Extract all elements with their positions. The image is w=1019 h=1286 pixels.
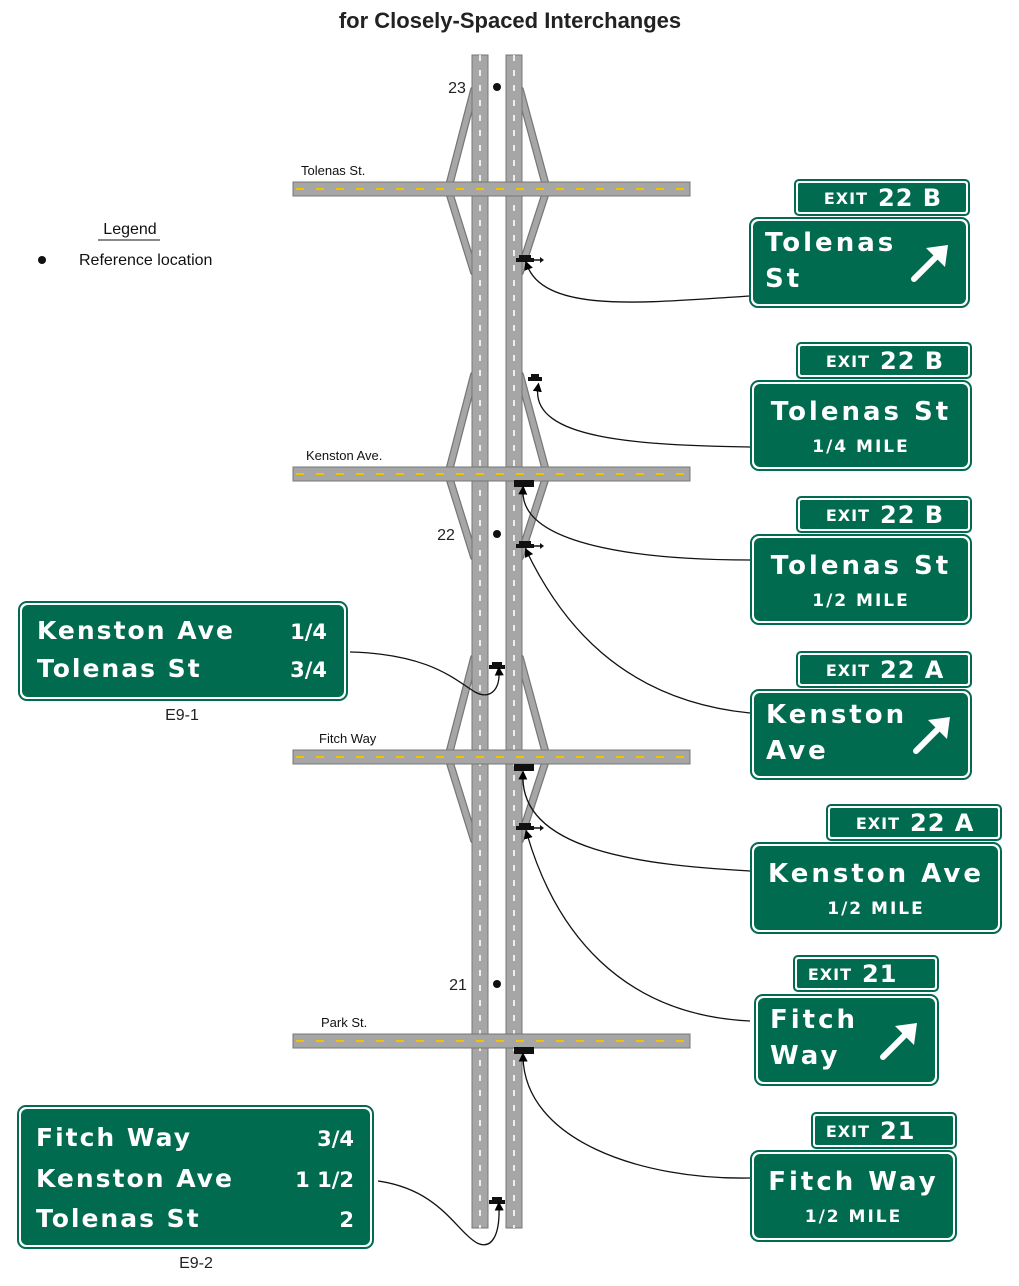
exit-sign: EXIT 22 A Kenston Ave 1/2 MILE (750, 804, 1002, 934)
e9-1-row1-name: Kenston Ave (37, 616, 235, 645)
sign-destination-line-1: Kenston (766, 700, 907, 730)
leader-line (532, 382, 751, 448)
exit-number: 21 (862, 960, 897, 988)
legend-title: Legend (103, 221, 156, 238)
e9-2-row1-name: Fitch Way (36, 1123, 192, 1152)
leader-line (524, 547, 751, 714)
e9-2-row1-dist: 3/4 (317, 1127, 354, 1151)
exit-word: EXIT (824, 189, 868, 208)
exit-number: 22 A (910, 809, 974, 837)
e9-1-row2-name: Tolenas St (37, 654, 202, 683)
ref-dot-22 (493, 530, 501, 538)
sign-destination: Kenston Ave (768, 859, 984, 889)
exit-number: 21 (880, 1117, 915, 1145)
exit-word: EXIT (826, 1122, 870, 1141)
sign-marker (514, 1047, 534, 1054)
exit-word: EXIT (826, 661, 870, 680)
sign-marker (514, 480, 534, 487)
leader-line (518, 485, 751, 561)
sign-distance: 1/2 MILE (827, 899, 924, 919)
leader-line (523, 829, 751, 1022)
leader-lines (349, 260, 751, 1246)
sign-id-e9-1: E9-1 (165, 707, 199, 724)
sign-distance: 1/2 MILE (812, 591, 909, 611)
exit-word: EXIT (808, 965, 852, 984)
sign-marker (489, 662, 505, 669)
sign-distance: 1/2 MILE (805, 1207, 902, 1227)
legend-item: Reference location (79, 252, 212, 269)
leader-line (349, 651, 504, 696)
e9-2-row2-dist: 1 1/2 (295, 1168, 354, 1192)
exit-number: 22 B (880, 501, 944, 529)
cross-street (292, 1033, 691, 1049)
e9-2-row3-dist: 2 (339, 1208, 354, 1232)
leader-line (518, 770, 751, 872)
street-label-kenston: Kenston Ave. (306, 448, 382, 463)
leader-line (518, 1052, 751, 1179)
sign-distance: 1/4 MILE (812, 437, 909, 457)
diagonal-arrow-icon (913, 717, 950, 754)
sign-marker (514, 764, 534, 771)
legend: Legend Reference location (38, 221, 212, 269)
ref-label-23: 23 (448, 80, 466, 97)
ref-dot-21 (493, 980, 501, 988)
exit-sign: EXIT 22 B Tolenas St 1/2 MILE (750, 496, 972, 625)
sign-id-e9-2: E9-2 (179, 1255, 213, 1272)
leader-line (524, 260, 751, 303)
cross-street (292, 466, 691, 482)
sign-destination-line-2: St (765, 264, 802, 294)
exit-sign: EXIT 22 B Tolenas St 1/4 MILE (750, 342, 972, 471)
exit-word: EXIT (856, 814, 900, 833)
e9-2-row2-name: Kenston Ave (36, 1164, 234, 1193)
legend-dot (38, 256, 46, 264)
sign-marker (489, 1197, 505, 1204)
ref-dot-23 (493, 83, 501, 91)
leader-line (377, 1180, 504, 1246)
sign-destination-line-2: Ave (766, 736, 829, 766)
sign-destination-line-1: Tolenas (765, 228, 896, 258)
street-label-park: Park St. (321, 1015, 367, 1030)
page-title: for Closely-Spaced Interchanges (339, 8, 681, 33)
sign-destination-line-1: Fitch (770, 1005, 858, 1035)
cross-street (292, 181, 691, 197)
sign-marker (516, 823, 544, 831)
exit-word: EXIT (826, 352, 870, 371)
exit-number: 22 A (880, 656, 944, 684)
exit-number: 22 B (880, 347, 944, 375)
sign-marker (528, 374, 542, 381)
e9-1-row2-dist: 3/4 (290, 658, 327, 682)
e9-2-row3-name: Tolenas St (36, 1204, 201, 1233)
cross-street (292, 749, 691, 765)
exit-word: EXIT (826, 506, 870, 525)
guide-sign-e9-2: Fitch Way 3/4 Kenston Ave 1 1/2 Tolenas … (17, 1105, 374, 1249)
exit-number: 22 B (878, 184, 942, 212)
ref-label-21: 21 (449, 977, 467, 994)
sign-destination: Tolenas St (771, 551, 951, 581)
street-label-fitch: Fitch Way (319, 731, 377, 746)
sign-destination: Fitch Way (768, 1167, 939, 1197)
sign-marker (516, 541, 544, 549)
sign-destination: Tolenas St (771, 397, 951, 427)
e9-1-row1-dist: 1/4 (290, 620, 327, 644)
diagonal-arrow-icon (880, 1023, 917, 1060)
street-label-tolenas: Tolenas St. (301, 163, 365, 178)
ramps (445, 86, 550, 844)
sign-marker (516, 255, 544, 263)
sign-destination-line-2: Way (770, 1041, 840, 1071)
ref-label-22: 22 (437, 527, 455, 544)
freeway-diagram (292, 54, 691, 1229)
diagonal-arrow-icon (911, 245, 948, 282)
guide-sign-e9-1: Kenston Ave 1/4 Tolenas St 3/4 (18, 601, 348, 701)
